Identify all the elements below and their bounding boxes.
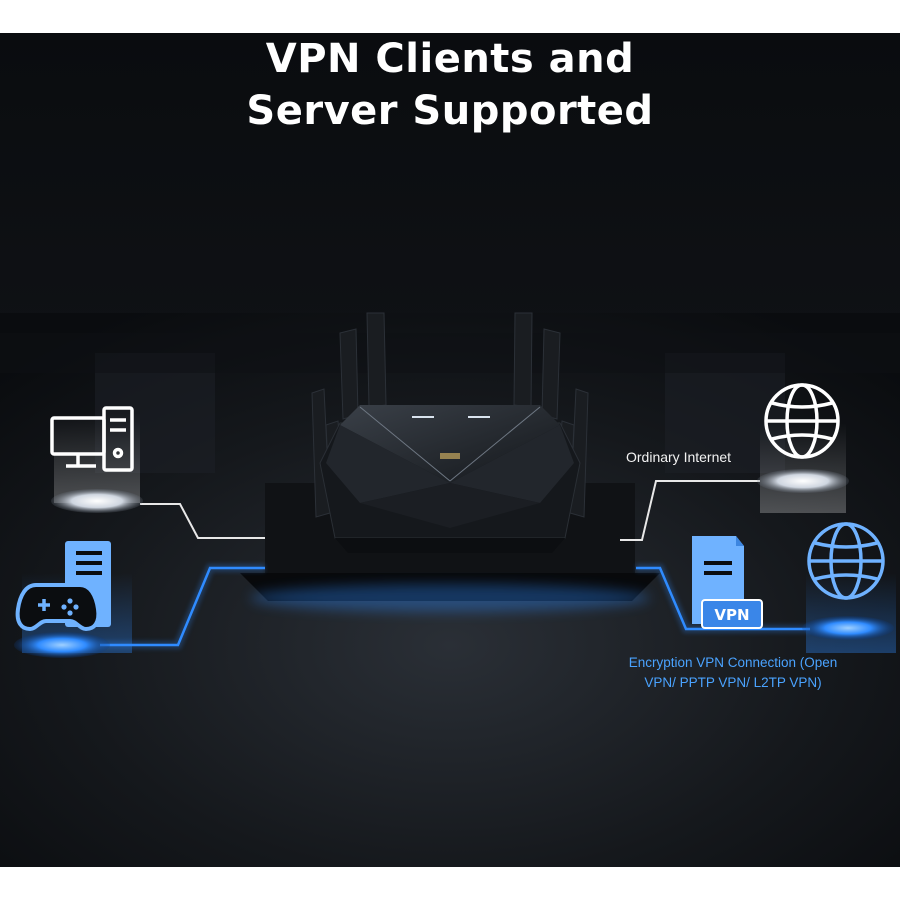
encryption-caption-line-2: VPN/ PPTP VPN/ L2TP VPN) bbox=[644, 675, 822, 690]
internet-globe-node bbox=[757, 383, 849, 513]
headline-line-1: VPN Clients and bbox=[265, 36, 635, 82]
headline-line-2: Server Supported bbox=[246, 88, 654, 134]
diagram-frame: VPN VPN Clients and Server Supported Ord… bbox=[0, 33, 900, 867]
ordinary-internet-label: Ordinary Internet bbox=[626, 449, 732, 465]
globe-icon bbox=[807, 522, 885, 600]
encryption-caption-line-1: Encryption VPN Connection (Open bbox=[628, 655, 838, 670]
white-connection-lines bbox=[140, 480, 760, 541]
gaming-node bbox=[14, 541, 132, 658]
game-controller-icon bbox=[15, 583, 101, 632]
desktop-computer-icon bbox=[50, 406, 134, 472]
router-illustration bbox=[311, 312, 589, 553]
globe-icon bbox=[764, 383, 840, 459]
vpn-globe-node bbox=[802, 522, 896, 653]
scene-artwork: VPN bbox=[0, 33, 900, 867]
vpn-server-node: VPN bbox=[692, 536, 763, 629]
vpn-badge-label: VPN bbox=[714, 606, 749, 624]
encryption-vpn-caption: Encryption VPN Connection (Open VPN/ PPT… bbox=[608, 653, 858, 693]
desktop-computer-node bbox=[50, 406, 143, 513]
